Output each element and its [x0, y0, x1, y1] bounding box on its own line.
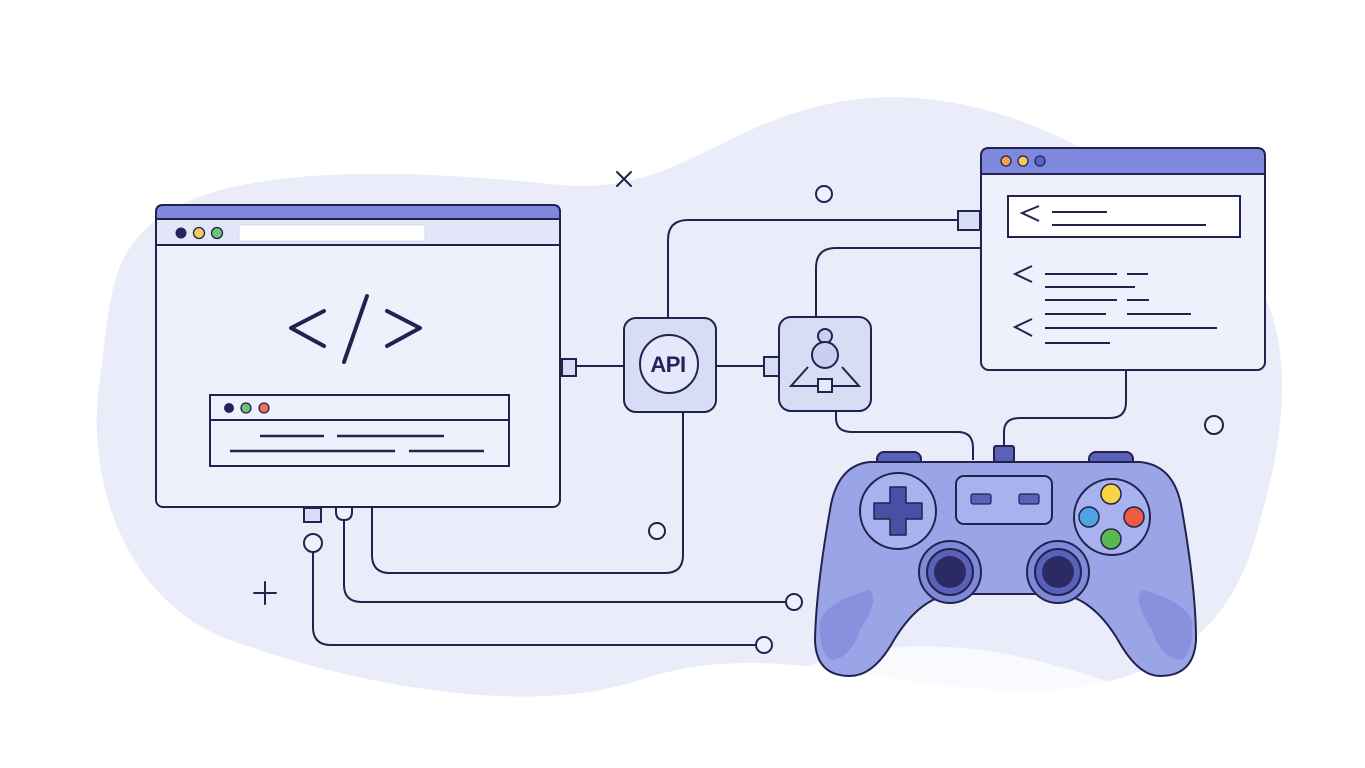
yellow-button[interactable] [1100, 483, 1122, 505]
decor-circle-icon [648, 522, 666, 540]
blue-button[interactable] [1078, 506, 1100, 528]
port-connector [303, 507, 322, 523]
game-controller[interactable] [813, 445, 1198, 678]
dpad-icon[interactable] [873, 486, 923, 536]
traffic-light-icon [258, 402, 270, 414]
traffic-light-icon [1000, 155, 1012, 167]
traffic-light-icon [175, 227, 187, 239]
address-bar[interactable] [238, 224, 426, 242]
port-connector [561, 358, 577, 377]
right-thumbstick[interactable] [1026, 540, 1090, 604]
code-rows [1012, 205, 1217, 344]
traffic-light-icon [224, 403, 234, 413]
connector-lines [312, 219, 1127, 646]
plus-mark-icon [253, 581, 277, 605]
traffic-light-icon [1034, 155, 1046, 167]
code-symbol-icon [289, 294, 422, 364]
left-thumbstick[interactable] [918, 540, 982, 604]
start-button[interactable] [1018, 493, 1040, 505]
api-node[interactable] [623, 317, 717, 413]
api-label: API [650, 352, 686, 377]
decor-circle-icon [1204, 415, 1224, 435]
port-connector [335, 508, 353, 522]
traffic-light-icon [240, 402, 252, 414]
traffic-light-icon [1017, 155, 1029, 167]
cable-end-circle-icon [785, 593, 803, 611]
traffic-light-icon [192, 226, 206, 240]
user-node[interactable] [763, 316, 872, 412]
green-button[interactable] [1100, 528, 1122, 550]
traffic-light-icon [210, 226, 224, 240]
decor-circle-icon [815, 185, 833, 203]
highlighted-row[interactable] [1007, 195, 1241, 238]
red-button[interactable] [1123, 506, 1145, 528]
left-browser-window [155, 204, 577, 523]
right-browser-window [957, 147, 1266, 371]
cable-end-circle-icon [303, 533, 323, 553]
text-lines [230, 434, 484, 453]
x-mark-icon [616, 171, 632, 187]
user-hierarchy-icon [788, 328, 862, 393]
cable-end-circle-icon [755, 636, 773, 654]
select-button[interactable] [970, 493, 992, 505]
